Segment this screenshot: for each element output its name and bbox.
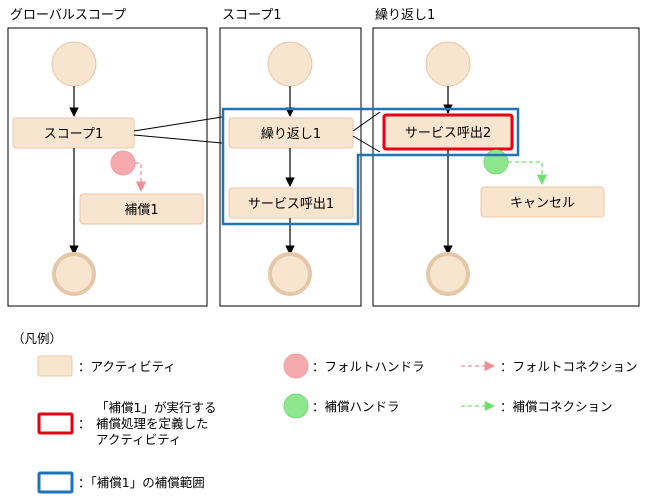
scope1-end-node — [268, 252, 312, 296]
global-scope-title: グローバルスコープ — [10, 8, 126, 23]
activity-scope1-label: スコープ1 — [44, 127, 104, 142]
activity-cancel[interactable] — [480, 186, 605, 218]
legend-red-frame-line1: 「補償1」が実行する — [96, 400, 216, 415]
zoom-line-scope1-bottom — [133, 134, 223, 144]
loop1-end-node — [426, 252, 470, 296]
zoom-line-scope1-top — [133, 116, 223, 132]
legend-compensation-handler-label: ：補償ハンドラ — [312, 399, 400, 414]
legend-fault-connection-label: ：フォルトコネクション — [500, 359, 638, 374]
loop1-start-node — [425, 41, 471, 87]
loop1-frame — [372, 27, 640, 307]
activity-loop1-label: 繰り返し1 — [261, 127, 321, 142]
legend-blue-frame-label: ：「補償1」の補償範囲 — [78, 475, 205, 490]
legend-red-frame-colon: ： — [78, 416, 91, 431]
fault-connection-arrow — [135, 162, 147, 193]
fault-handler-icon — [110, 150, 136, 176]
legend-title: （凡例） — [12, 331, 62, 346]
compensation-range-outline — [221, 107, 520, 226]
scope1-title: スコープ1 — [222, 8, 282, 23]
legend-blue-frame-swatch — [37, 471, 74, 494]
scope1-start-node — [267, 41, 313, 87]
compensation-handler-icon — [483, 149, 509, 175]
compensation-connection-arrow — [508, 161, 548, 186]
legend-compensation-connection-label: ：補償コネクション — [500, 399, 613, 414]
legend-fault-handler-label: ：フォルトハンドラ — [312, 359, 425, 374]
legend-red-frame-line2: 補償処理を定義した — [96, 416, 209, 431]
zoom-line-loop1-top — [352, 111, 381, 132]
zoom-line-loop1-bottom — [352, 135, 381, 153]
activity-service1[interactable] — [228, 187, 354, 219]
loop1-title: 繰り返し1 — [375, 8, 435, 23]
activity-comp1[interactable] — [79, 193, 204, 225]
activity-service2-label: サービス呼出2 — [405, 126, 491, 141]
global-scope-frame — [7, 27, 208, 307]
global-start-node — [51, 41, 97, 87]
activity-cancel-label: キャンセル — [510, 196, 575, 211]
activity-service1-label: サービス呼出1 — [248, 197, 334, 212]
legend-fault-handler-icon — [283, 353, 309, 379]
scope1-frame — [219, 27, 362, 307]
legend-activity-swatch — [37, 355, 73, 377]
legend-activity-label: ：アクティビティ — [78, 359, 176, 374]
activity-loop1[interactable] — [228, 117, 354, 149]
legend-compensation-handler-icon — [283, 393, 309, 419]
activity-comp1-label: 補償1 — [124, 203, 158, 218]
global-end-node — [52, 252, 96, 296]
legend-red-frame-line3: アクティビティ — [96, 432, 181, 447]
legend-red-frame-swatch — [37, 412, 74, 435]
